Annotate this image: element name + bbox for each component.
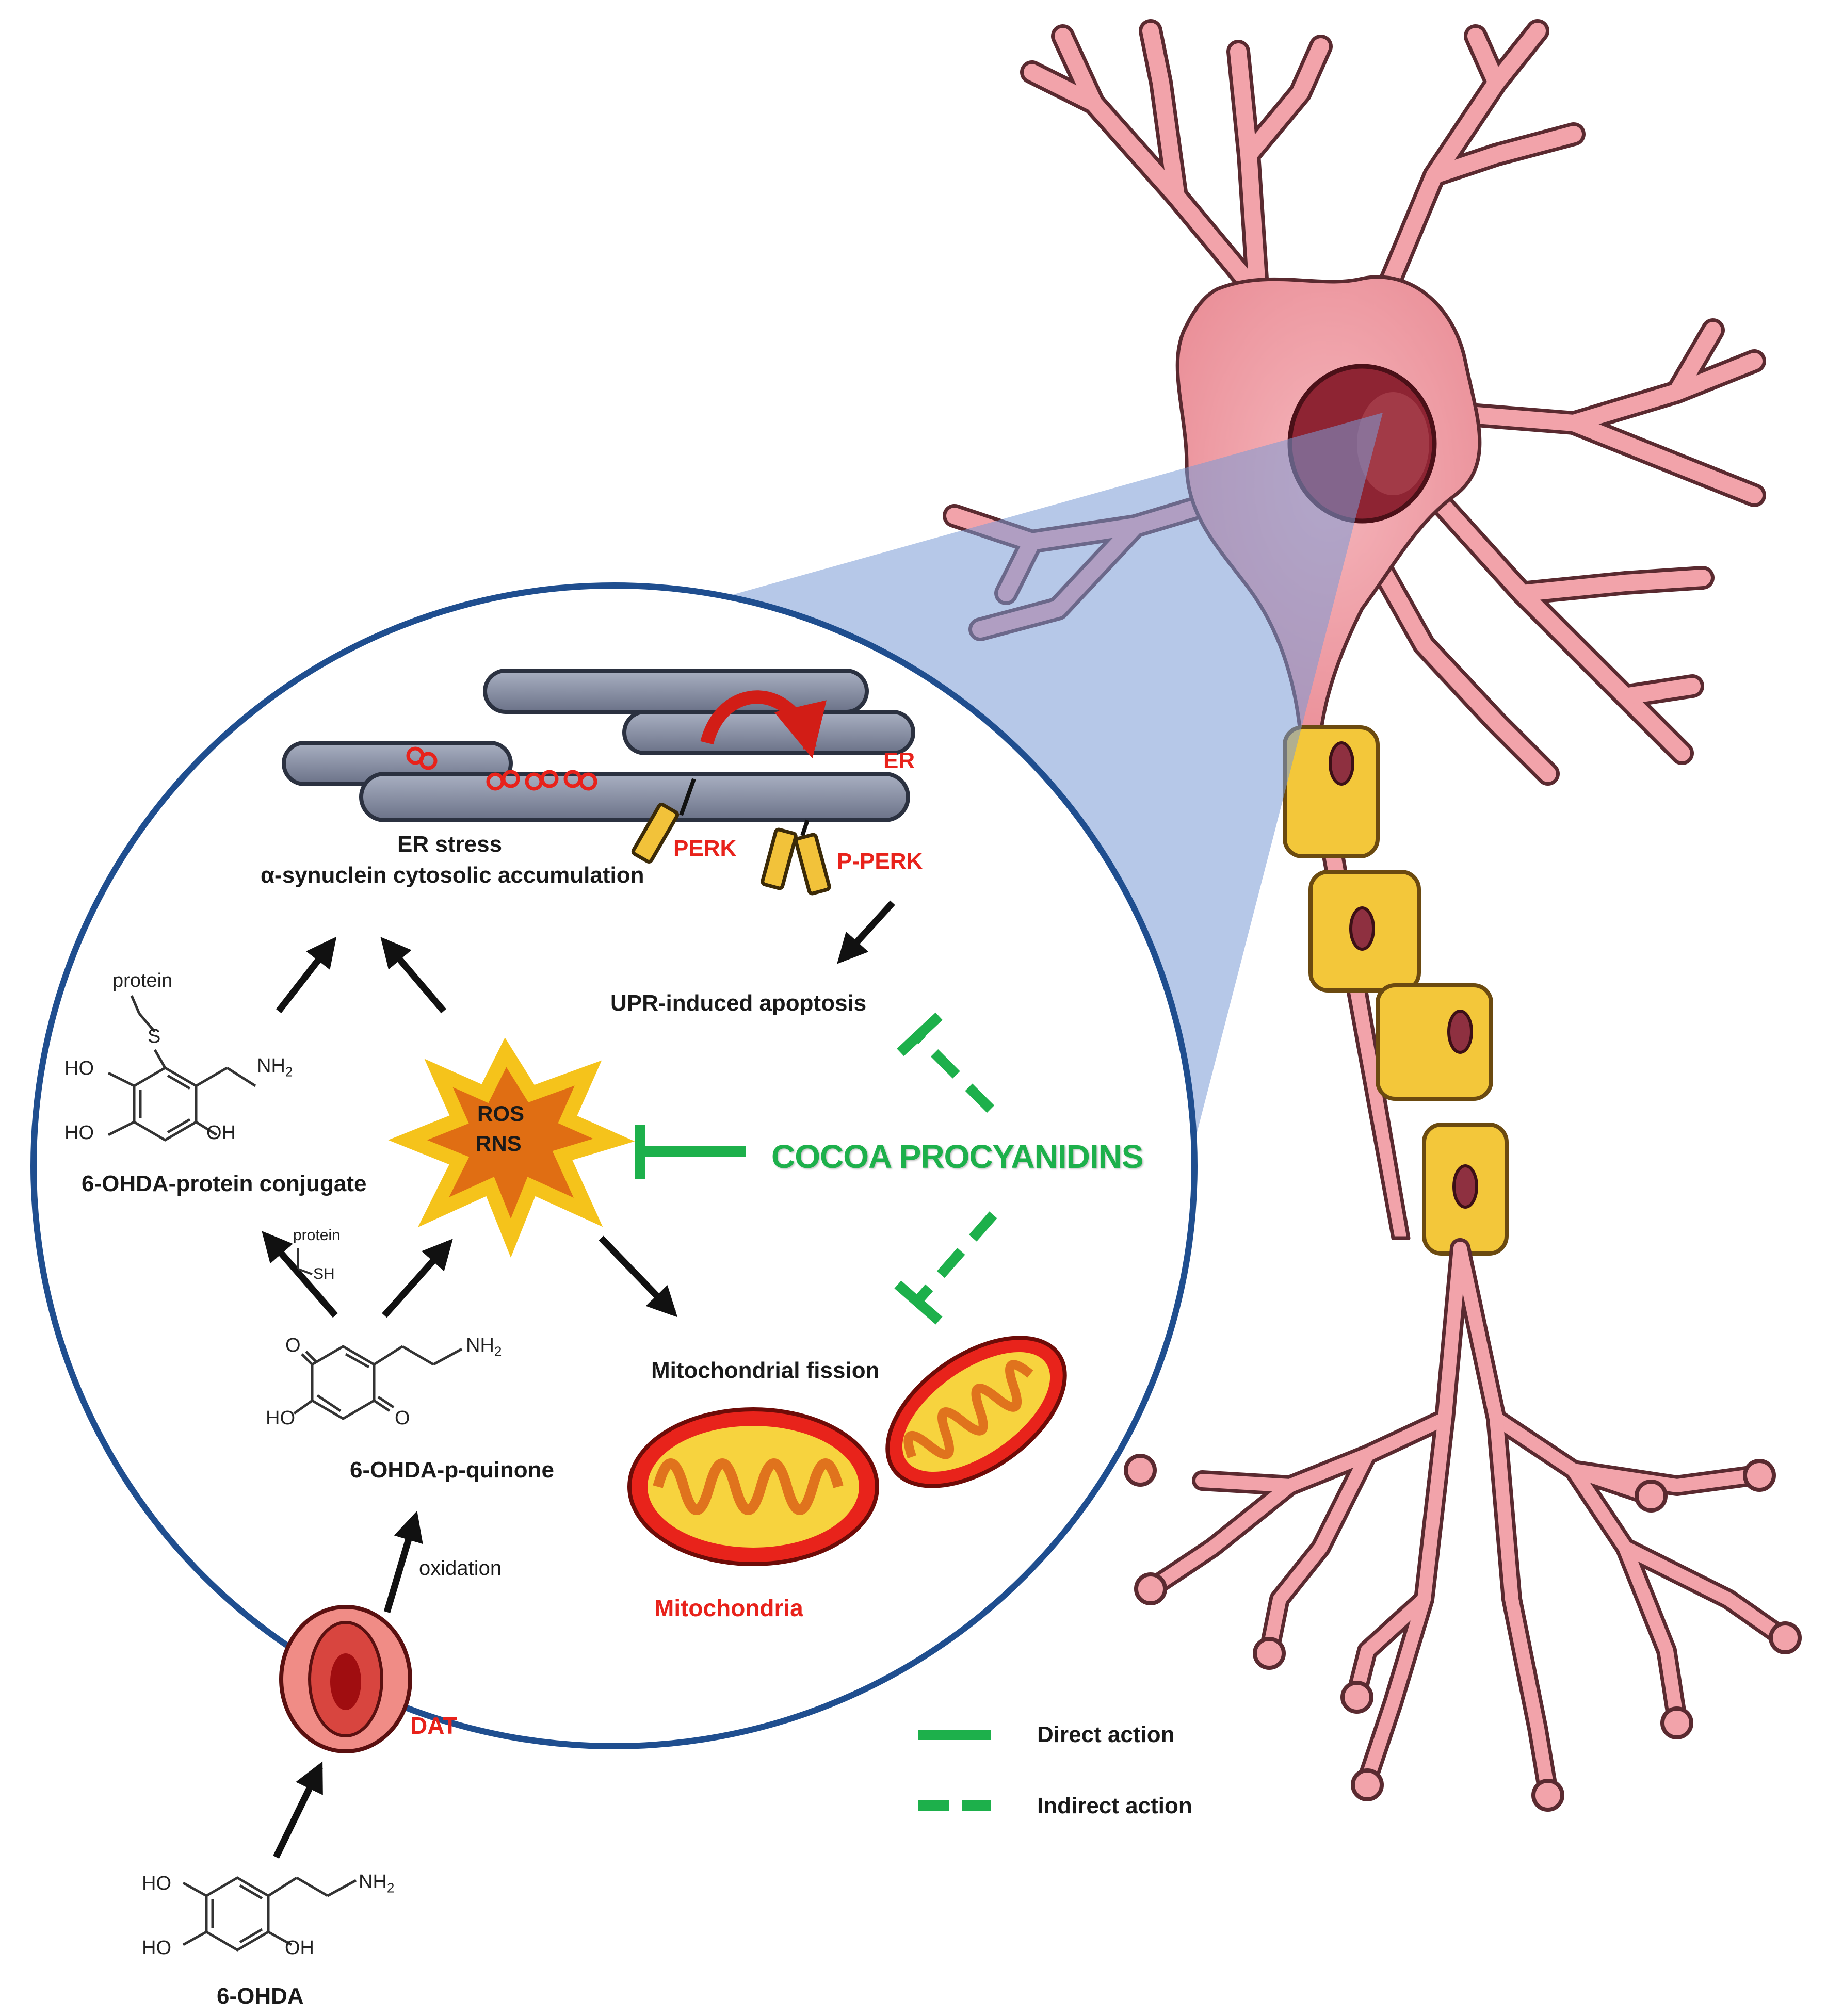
conjugate-protein-label: protein — [112, 970, 173, 991]
upr-apoptosis-label: UPR-induced apoptosis — [610, 990, 867, 1016]
6ohda-label: 6-OHDA — [217, 1984, 304, 2009]
arrow-6ohda-to-dat — [273, 1761, 323, 1859]
quinone-o-top-label: O — [285, 1335, 301, 1356]
dat-label: DAT — [410, 1712, 458, 1739]
protein-sh-sh-label: SH — [313, 1265, 335, 1282]
inhibition-lines — [635, 1012, 997, 1325]
6ohda-oh-label: OH — [285, 1937, 314, 1959]
dat-transporter — [279, 1605, 412, 1753]
arrow-ros-to-er-stress — [380, 937, 446, 1014]
arrow-ros-to-fission — [599, 1235, 678, 1318]
quinone-o-bottom-label: O — [395, 1407, 410, 1429]
mitochondrion-small — [885, 1336, 1067, 1488]
mitochondria-label: Mitochondria — [654, 1595, 803, 1621]
6ohda-ho-bottom-label: HO — [142, 1937, 171, 1959]
quinone-nh2-label: NH2 — [466, 1335, 502, 1359]
ros-rns-starburst — [388, 1037, 635, 1258]
6ohda-nh2-label: NH2 — [359, 1871, 395, 1896]
ros-label: ROS — [477, 1101, 525, 1126]
conjugate-label: 6-OHDA-protein conjugate — [82, 1171, 367, 1196]
conjugate-ho-top-label: HO — [64, 1058, 94, 1079]
legend-lines — [918, 1730, 991, 1811]
phosphorylation-arrow — [700, 690, 827, 759]
structure-6ohda — [182, 1876, 357, 1952]
schwann-nuclei — [1329, 741, 1478, 1209]
conjugate-oh-label: OH — [206, 1122, 236, 1144]
myelin-segment — [1376, 983, 1493, 1101]
pathway-arrows — [262, 900, 895, 1859]
indirect-inhibition-upr — [914, 1033, 995, 1113]
dendrites-fill — [946, 23, 1763, 782]
terminal-boutons — [1124, 1454, 1802, 1812]
arrow-oxidation — [383, 1510, 423, 1613]
p-perk-label: P-PERK — [837, 849, 923, 874]
legend-direct-label: Direct action — [1037, 1722, 1175, 1747]
arrow-conjugate-to-er-stress — [276, 936, 337, 1013]
legend-indirect-label: Indirect action — [1037, 1793, 1192, 1818]
6ohda-ho-top-label: HO — [142, 1873, 171, 1894]
p-perk-receptor — [761, 819, 831, 896]
arrow-perk-to-upr — [837, 900, 895, 964]
mito-fission-label: Mitochondrial fission — [651, 1358, 880, 1383]
cocoa-procyanidins-label: COCOA PROCYANIDINS — [771, 1138, 1143, 1175]
er-label: ER — [883, 748, 915, 773]
axon-terminals-fill — [1144, 1242, 1787, 1797]
alpha-synuclein-label: α-synuclein cytosolic accumulation — [261, 863, 644, 888]
neuron — [943, 19, 1802, 1812]
structure-protein-sh — [297, 1248, 313, 1275]
conjugate-ho-bottom-label: HO — [64, 1122, 94, 1144]
structure-quinone — [293, 1345, 463, 1420]
protein-sh-protein-label: protein — [293, 1227, 341, 1244]
structure-conjugate — [107, 995, 256, 1142]
conjugate-nh2-label: NH2 — [257, 1055, 293, 1080]
perk-label: PERK — [673, 836, 737, 861]
perk-receptor — [631, 778, 696, 864]
quinone-ho-label: HO — [266, 1407, 295, 1429]
endoplasmic-reticulum — [282, 669, 915, 822]
indirect-inhibition-upr-bar — [897, 1012, 943, 1056]
alpha-synuclein-aggregates — [406, 746, 597, 791]
arrow-quinone-to-conjugate — [262, 1231, 338, 1318]
oxidation-label: oxidation — [419, 1557, 502, 1580]
er-stress-label: ER stress — [397, 832, 503, 857]
myelin-segment — [1283, 725, 1380, 858]
mitochondrion-large — [627, 1407, 879, 1566]
quinone-label: 6-OHDA-p-quinone — [350, 1457, 554, 1483]
arrow-quinone-to-ros — [382, 1239, 453, 1318]
conjugate-s-label: S — [148, 1026, 161, 1047]
indirect-inhibition-fission-bar — [894, 1280, 943, 1325]
indirect-inhibition-fission — [914, 1211, 997, 1304]
rns-label: RNS — [476, 1131, 522, 1156]
